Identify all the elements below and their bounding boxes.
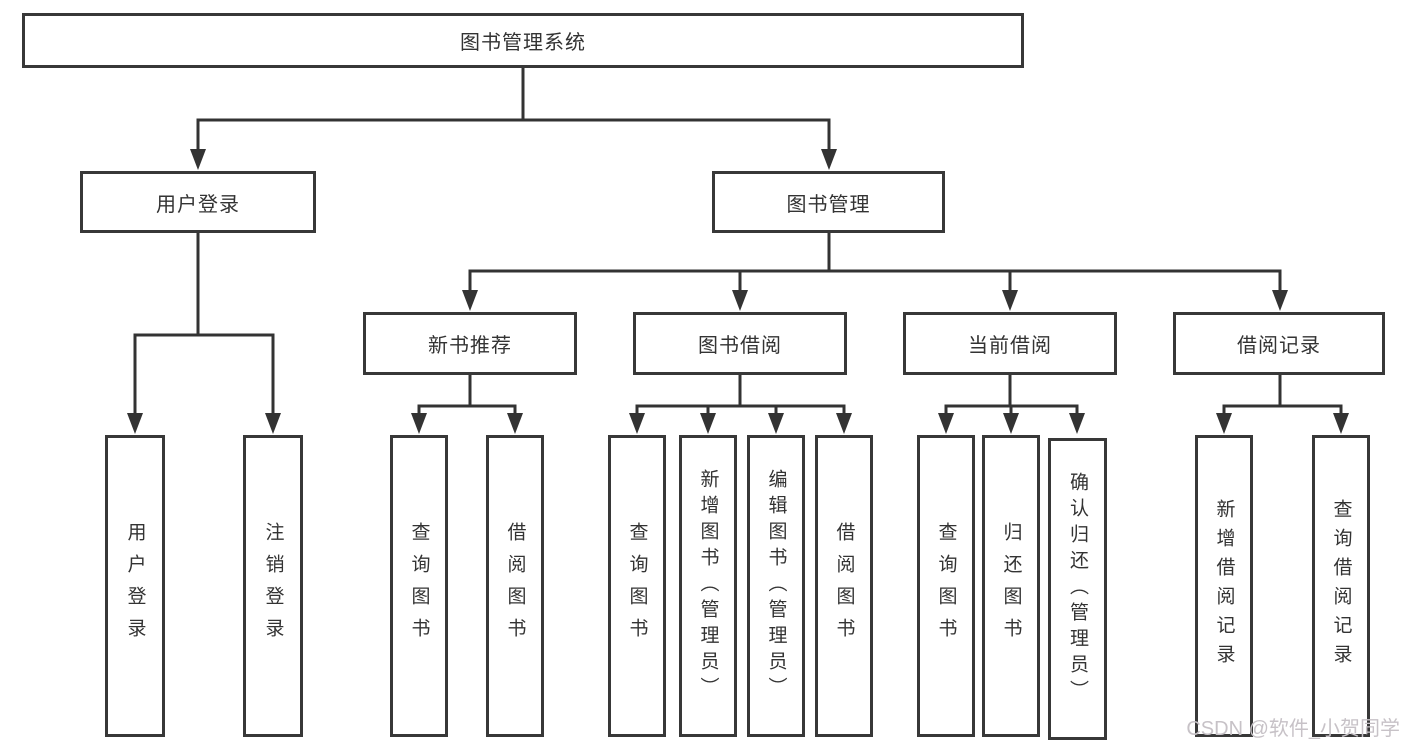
node-new-book-recommend: 新书推荐: [363, 312, 577, 375]
node-user-login-label: 用户登录: [156, 193, 240, 216]
leaf-bb-query-books-label: 查询图书: [626, 522, 648, 650]
node-new-book-recommend-label: 新书推荐: [428, 335, 512, 357]
leaf-bb-add-books-admin-label: 新增图书（管理员）: [697, 469, 719, 703]
leaf-bb-edit-books-admin-label: 编辑图书（管理员）: [765, 469, 787, 703]
leaf-cb-confirm-return-admin: 确认归还（管理员）: [1048, 438, 1107, 740]
leaf-cb-return-books: 归还图书: [982, 435, 1040, 737]
node-current-borrow-label: 当前借阅: [968, 335, 1052, 357]
leaf-user-login-label: 用户登录: [124, 522, 146, 650]
leaf-bb-borrow-books: 借阅图书: [815, 435, 873, 737]
leaf-cb-confirm-return-admin-label: 确认归还（管理员）: [1067, 472, 1088, 706]
leaf-nbr-borrow-books: 借阅图书: [486, 435, 544, 737]
leaf-cb-query-books-label: 查询图书: [935, 522, 957, 650]
leaf-br-query-record: 查询借阅记录: [1312, 435, 1370, 737]
node-book-management: 图书管理: [712, 171, 945, 233]
node-user-login: 用户登录: [80, 171, 316, 233]
node-borrow-records-label: 借阅记录: [1237, 335, 1321, 357]
leaf-logout: 注销登录: [243, 435, 303, 737]
leaf-br-query-record-label: 查询借阅记录: [1330, 499, 1352, 673]
leaf-br-add-record-label: 新增借阅记录: [1213, 499, 1235, 673]
leaf-cb-return-books-label: 归还图书: [1000, 522, 1022, 650]
csdn-watermark: CSDN @软件_小贺同学: [1186, 718, 1400, 740]
leaf-bb-borrow-books-label: 借阅图书: [833, 522, 855, 650]
node-current-borrow: 当前借阅: [903, 312, 1117, 375]
node-book-management-label: 图书管理: [786, 193, 871, 216]
leaf-cb-query-books: 查询图书: [917, 435, 975, 737]
leaf-nbr-query-books: 查询图书: [390, 435, 448, 737]
node-borrow-records: 借阅记录: [1173, 312, 1385, 375]
leaf-bb-query-books: 查询图书: [608, 435, 666, 737]
leaf-bb-add-books-admin: 新增图书（管理员）: [679, 435, 737, 737]
leaf-bb-edit-books-admin: 编辑图书（管理员）: [747, 435, 805, 737]
leaf-br-add-record: 新增借阅记录: [1195, 435, 1253, 737]
node-book-borrow-label: 图书借阅: [698, 335, 782, 357]
node-root-label: 图书管理系统: [460, 32, 586, 54]
leaf-user-login: 用户登录: [105, 435, 165, 737]
node-root: 图书管理系统: [22, 13, 1024, 68]
node-book-borrow: 图书借阅: [633, 312, 847, 375]
leaf-nbr-borrow-books-label: 借阅图书: [504, 522, 526, 650]
leaf-nbr-query-books-label: 查询图书: [408, 522, 430, 650]
leaf-logout-label: 注销登录: [262, 522, 284, 650]
